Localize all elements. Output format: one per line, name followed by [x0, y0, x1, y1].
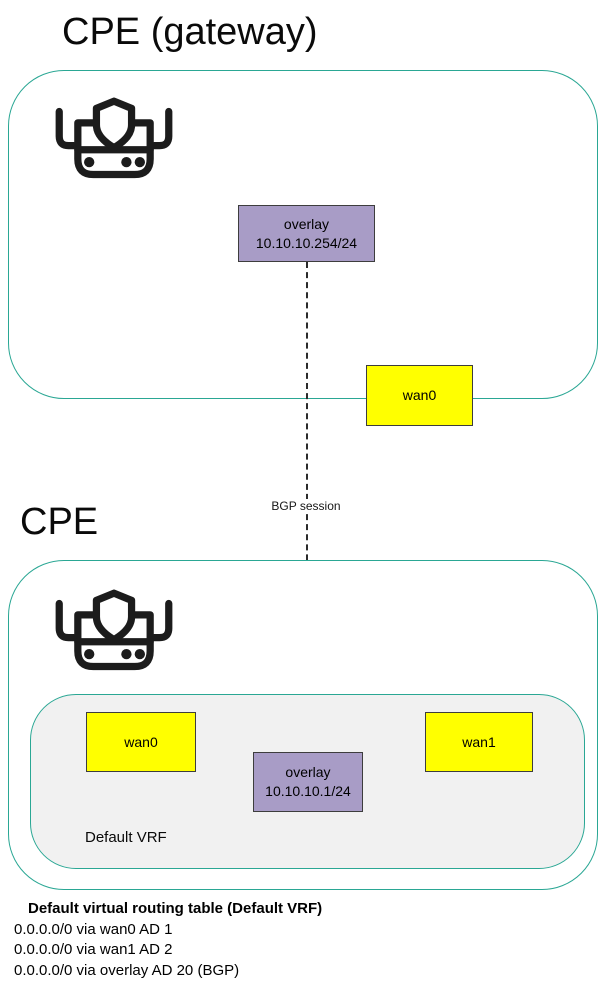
cpe-overlay-interface: overlay 10.10.10.1/24 [253, 752, 363, 812]
antenna-right [150, 599, 173, 642]
shield-icon [92, 97, 136, 152]
gateway-overlay-interface: overlay 10.10.10.254/24 [238, 205, 375, 262]
cpe-title: CPE [20, 501, 99, 543]
antenna-right [150, 107, 173, 150]
interface-name: wan1 [462, 733, 496, 750]
interface-name: wan0 [402, 387, 437, 403]
shield-icon [92, 589, 136, 644]
led-dot [84, 648, 95, 660]
device-body [74, 611, 154, 671]
routing-table-title: Default virtual routing table (Default V… [28, 900, 323, 917]
route-entry: 0.0.0.0/0 via overlay AD 20 (BGP) [14, 961, 240, 979]
interface-name: overlay [283, 215, 330, 232]
route-entry: 0.0.0.0/0 via wan0 AD 1 [14, 920, 173, 938]
gateway-title: CPE (gateway) [62, 11, 318, 53]
firewall-router-icon [55, 97, 173, 179]
led-dot [134, 156, 145, 168]
default-vrf-label: Default VRF [85, 829, 167, 846]
device-body [74, 119, 154, 179]
routing-table: Default virtual routing table (Default V… [14, 899, 322, 981]
interface-address: 10.10.10.254/24 [255, 234, 358, 251]
antenna-left [55, 107, 78, 150]
cpe-wan0-interface: wan0 [86, 712, 196, 772]
cpe-wan1-interface: wan1 [425, 712, 533, 772]
led-dot [134, 648, 145, 660]
antenna-left [55, 599, 78, 642]
led-dot [121, 648, 132, 660]
interface-name: wan0 [124, 733, 158, 750]
gateway-wan0-interface: wan0 [366, 365, 473, 426]
route-entry: 0.0.0.0/0 via wan1 AD 2 [14, 941, 173, 958]
led-dot [84, 156, 95, 168]
bgp-session-label: BGP session [267, 499, 345, 513]
firewall-router-icon [55, 589, 173, 671]
interface-name: overlay [285, 764, 331, 780]
interface-address: 10.10.10.1/24 [265, 783, 351, 799]
led-dot [121, 156, 132, 168]
